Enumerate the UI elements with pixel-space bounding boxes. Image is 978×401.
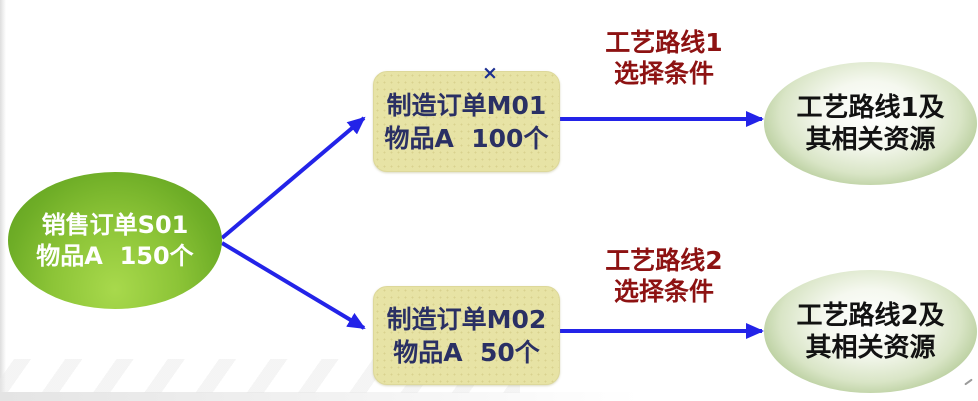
sales-order-node: 销售订单S01 物品A 150个 [8,172,222,309]
route1-condition-line2: 选择条件 [613,59,714,88]
mfg-order-m01-title: 制造订单M01 [386,90,547,120]
arrow-source-to-m02 [220,241,366,330]
mfg-order-m02-quantity: 物品A 50个 [393,337,540,367]
close-x-icon: × [482,62,498,84]
sales-order-title: 销售订单S01 [41,210,189,239]
mfg-order-m01-node: 制造订单M01 物品A 100个 [373,71,560,172]
mfg-order-m02-node: 制造订单M02 物品A 50个 [373,286,560,385]
route2-condition-line1: 工艺路线2 [605,246,723,275]
route2-condition-line2: 选择条件 [613,277,714,306]
route1-condition-label: 工艺路线1 选择条件 [578,27,750,89]
mfg-order-m02-title: 制造订单M02 [386,304,547,334]
route2-resources-line1: 工艺路线2及 [796,300,945,331]
arrow-source-to-m01 [220,116,366,240]
route2-resources-line2: 其相关资源 [805,332,936,363]
mfg-order-m01-quantity: 物品A 100个 [384,123,549,153]
sales-order-quantity: 物品A 150个 [36,241,194,270]
route1-resources-line1: 工艺路线1及 [796,92,945,123]
route1-condition-line1: 工艺路线1 [605,28,723,57]
route2-resources-node: 工艺路线2及 其相关资源 [764,270,977,393]
route2-condition-label: 工艺路线2 选择条件 [578,245,750,307]
route1-resources-line2: 其相关资源 [805,124,936,155]
route1-resources-node: 工艺路线1及 其相关资源 [764,62,977,185]
